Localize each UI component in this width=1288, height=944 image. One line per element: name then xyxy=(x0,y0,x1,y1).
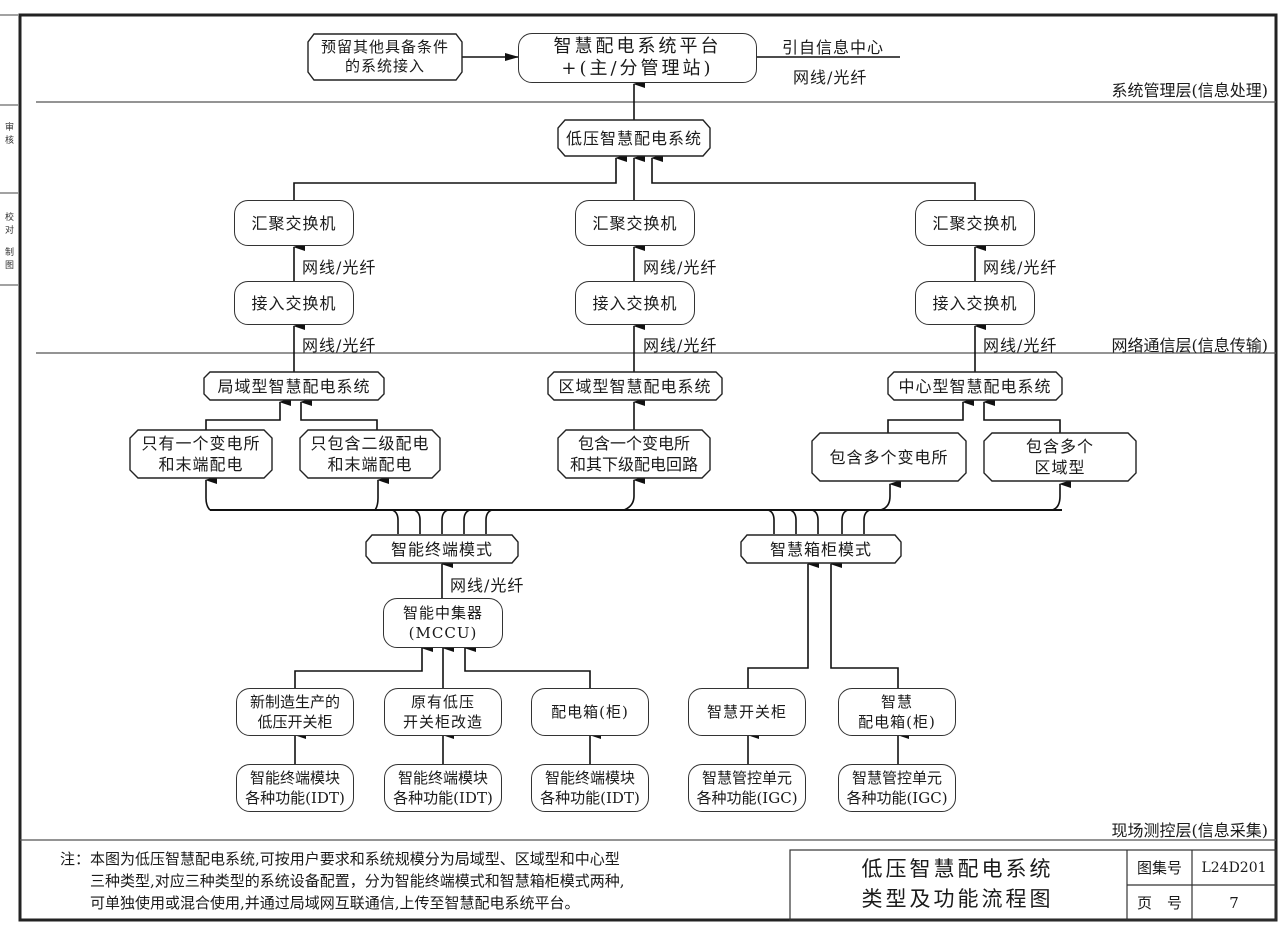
page-number-value: 7 xyxy=(1229,893,1239,912)
node-idt-1: 智能终端模块 各种功能(IDT) xyxy=(236,764,354,812)
cabinet-mode-taps xyxy=(767,509,871,534)
octagon-outlines xyxy=(129,33,1137,564)
outline-local-type xyxy=(203,371,385,401)
atlas-number-label: 图集号 xyxy=(1136,859,1182,877)
node-igc-2: 智慧管控单元 各种功能(IGC) xyxy=(838,764,956,812)
atlas-number-value: L24D201 xyxy=(1201,859,1267,876)
outline-central-b xyxy=(983,432,1137,482)
layer-management: 系统管理层(信息处理) xyxy=(1111,81,1269,100)
layer-network: 网络通信层(信息传输) xyxy=(1111,336,1269,355)
edge-localb-local xyxy=(300,398,378,430)
node-local-b: 只包含二级配电 和末端配电 xyxy=(310,434,430,474)
strip-drawn: 制图 xyxy=(4,248,14,271)
node-access-switch-2: 接入交换机 xyxy=(575,281,695,325)
diagram-note: 注：本图为低压智慧配电系统,可按用户要求和系统规模分为局域型、区域型和中心型 三… xyxy=(60,850,625,912)
node-lv-system: 低压智慧配电系统 xyxy=(565,128,702,148)
node-platform: 智慧配电系统平台 +(主/分管理站) xyxy=(518,33,757,83)
layer-field: 现场测控层(信息采集) xyxy=(1111,821,1269,840)
label-cable-top: 网线/光纤 xyxy=(793,68,868,87)
edge-centralb-central xyxy=(983,398,1061,433)
outline-cabinet-mode xyxy=(740,534,902,564)
label-cable-2b: 网线/光纤 xyxy=(643,336,718,355)
node-agg-switch-2: 汇聚交换机 xyxy=(575,200,695,246)
node-local-type: 局域型智慧配电系统 xyxy=(217,376,371,396)
outline-local-b xyxy=(299,429,441,479)
node-central-b: 包含多个 区域型 xyxy=(1025,437,1094,477)
outline-central-a xyxy=(811,432,967,482)
page-number-label: 页 号 xyxy=(1136,894,1182,912)
strip-checked: 校对 xyxy=(4,213,14,236)
bus-to-regionala xyxy=(623,476,645,511)
edge-agg1-lv xyxy=(293,154,627,205)
outline-regional-type xyxy=(547,371,723,401)
outline-terminal-mode xyxy=(365,534,519,564)
node-agg-switch-1: 汇聚交换机 xyxy=(234,200,354,246)
node-new-switchgear: 新制造生产的 低压开关柜 xyxy=(236,688,354,736)
label-cable-1b: 网线/光纤 xyxy=(302,336,377,355)
edge-distbox-mccu xyxy=(464,644,591,688)
node-local-a: 只有一个变电所 和末端配电 xyxy=(141,434,261,474)
node-smart-switchgear: 智慧开关柜 xyxy=(688,688,806,736)
node-agg-switch-3: 汇聚交换机 xyxy=(915,200,1035,246)
edge-new-mccu xyxy=(294,644,433,688)
node-central-type: 中心型智慧配电系统 xyxy=(898,376,1052,396)
outline-lv-system xyxy=(557,119,711,157)
label-cable-2a: 网线/光纤 xyxy=(643,258,718,277)
node-dist-box: 配电箱(柜) xyxy=(531,688,649,736)
left-strip-lines xyxy=(0,14,18,286)
node-smart-dist-box: 智慧 配电箱(柜) xyxy=(838,688,956,736)
node-cabinet-mode: 智慧箱柜模式 xyxy=(769,539,872,559)
outline-central-type xyxy=(887,371,1063,401)
label-cable-3a: 网线/光纤 xyxy=(983,258,1058,277)
node-access-switch-3: 接入交换机 xyxy=(915,281,1035,325)
edge-locala-local xyxy=(205,398,291,430)
node-access-switch-1: 接入交换机 xyxy=(234,281,354,325)
outline-local-a xyxy=(129,429,273,479)
node-terminal-mode: 智能终端模式 xyxy=(390,539,493,559)
title-block-lines xyxy=(789,849,1277,921)
node-igc-1: 智慧管控单元 各种功能(IGC) xyxy=(688,764,806,812)
outline-regional-a xyxy=(557,429,711,479)
edge-smartsw-cabinet xyxy=(747,560,819,688)
node-regional-type: 区域型智慧配电系统 xyxy=(558,376,712,396)
node-regional-a: 包含一个变电所 和其下级配电回路 xyxy=(569,434,698,474)
node-central-a: 包含多个变电所 xyxy=(829,447,949,467)
bus-to-centralb xyxy=(1051,480,1071,511)
terminal-mode-taps xyxy=(391,509,493,534)
bus-to-localb xyxy=(374,476,389,511)
node-mccu: 智能中集器 (MCCU) xyxy=(383,598,503,648)
node-idt-2: 智能终端模块 各种功能(IDT) xyxy=(384,764,502,812)
node-idt-3: 智能终端模块 各种功能(IDT) xyxy=(531,764,649,812)
node-retrofit-switchgear: 原有低压 开关柜改造 xyxy=(384,688,502,736)
edge-smartbox-cabinet xyxy=(830,560,899,688)
label-cable-3b: 网线/光纤 xyxy=(983,336,1058,355)
strip-reviewed: 审核 xyxy=(4,123,14,146)
edge-agg3-lv xyxy=(651,154,976,205)
node-reserved-access: 预留其他具备条件 的系统接入 xyxy=(320,38,449,75)
label-cable-1a: 网线/光纤 xyxy=(302,258,377,277)
label-from-info-center: 引自信息中心 xyxy=(782,38,885,57)
bus-to-centrala xyxy=(879,480,901,511)
drawing-title: 低压智慧配电系统 类型及功能流程图 xyxy=(861,857,1054,911)
edge-centrala-central xyxy=(887,398,974,433)
bus-to-locala xyxy=(205,476,217,511)
outer-frame xyxy=(18,13,1278,922)
outline-reserved xyxy=(307,33,463,81)
label-cable-mccu: 网线/光纤 xyxy=(450,576,525,595)
